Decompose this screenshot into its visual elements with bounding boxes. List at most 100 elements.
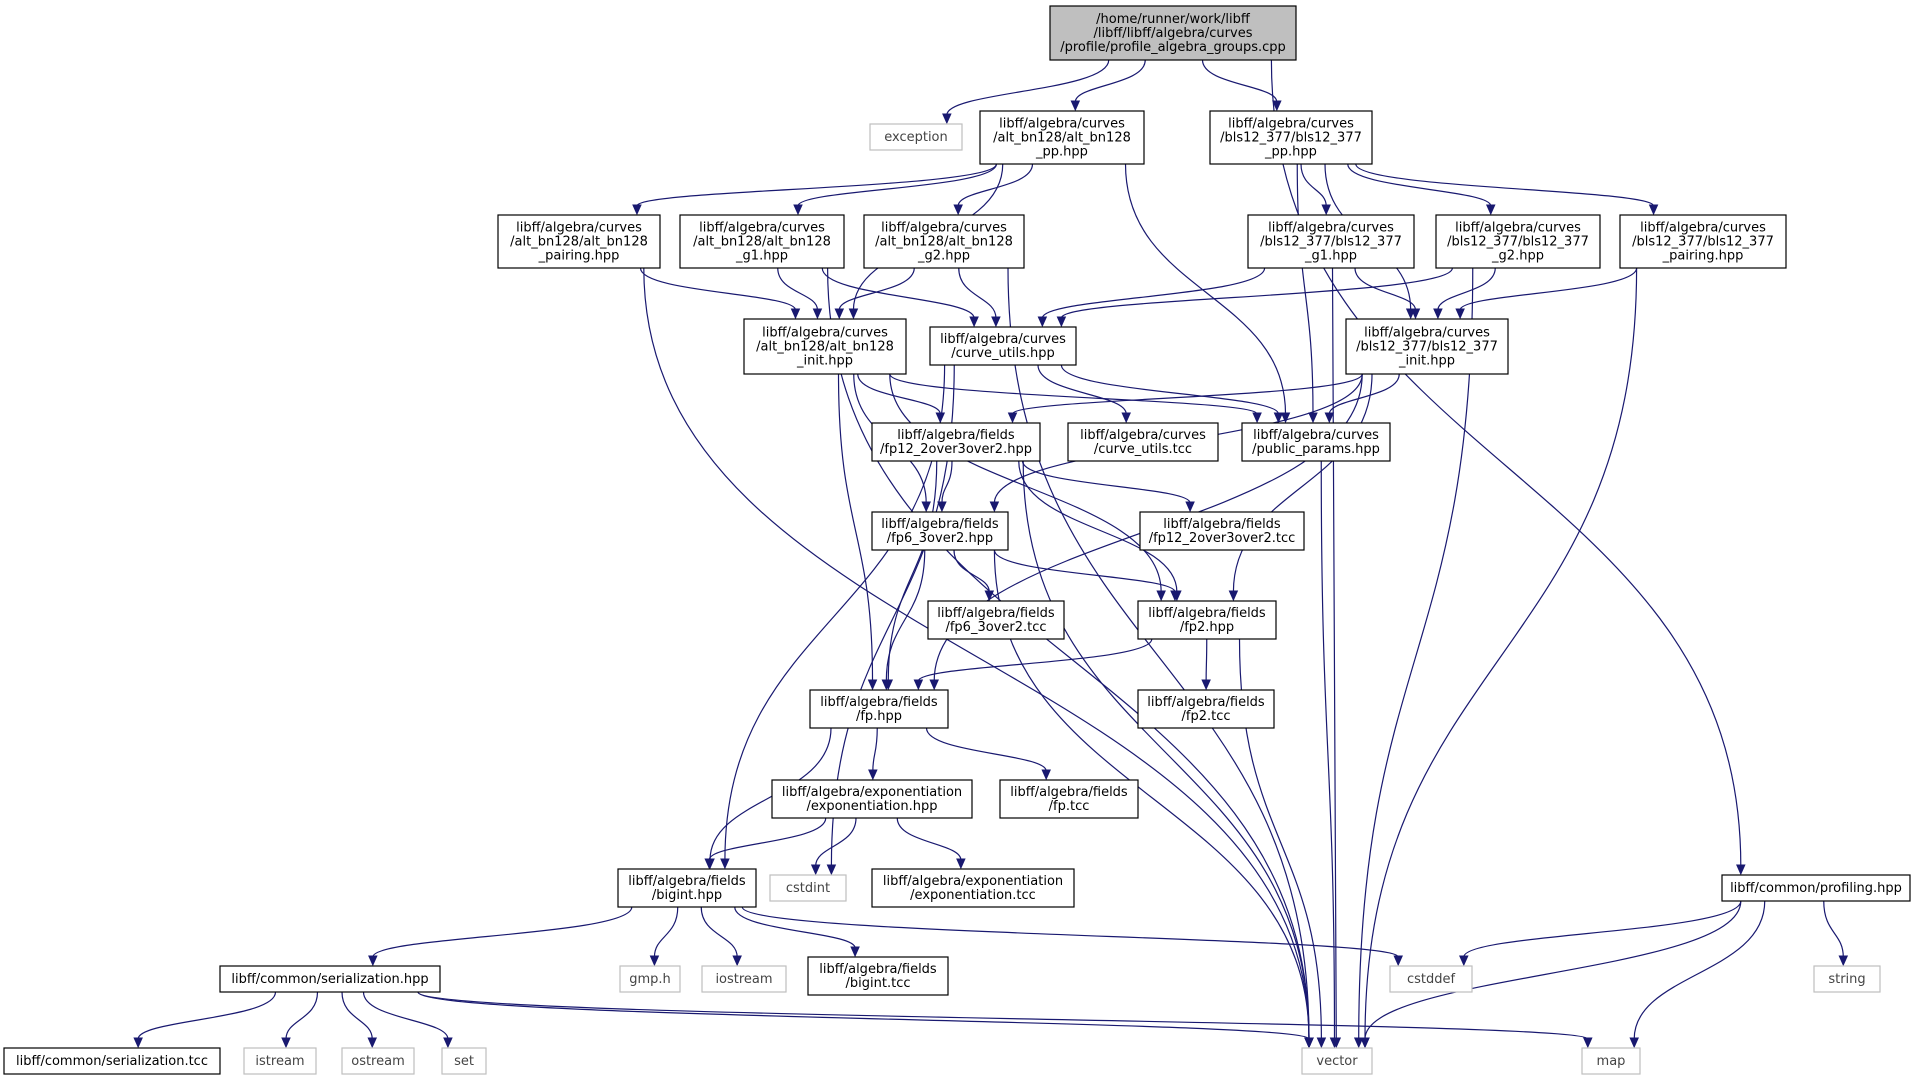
node-root[interactable]: /home/runner/work/libff/libff/libff/alge… xyxy=(1049,5,1297,61)
node-label-line: /alt_bn128/alt_bn128 xyxy=(875,235,1013,250)
arrowhead-root-to-exception xyxy=(942,113,952,125)
node-box xyxy=(809,689,949,729)
node-altg2[interactable]: libff/algebra/curves/alt_bn128/alt_bn128… xyxy=(863,214,1025,269)
edge-profiling-to-string xyxy=(1823,900,1844,958)
node-curveutils[interactable]: libff/algebra/curves/curve_utils.hpp xyxy=(929,326,1077,366)
edge-fp12-to-fp6 xyxy=(941,460,953,504)
node-fp[interactable]: libff/algebra/fields/fp.hpp xyxy=(809,689,949,729)
node-box xyxy=(1581,1047,1641,1075)
arrowhead-altinit-to-fp2 xyxy=(1156,590,1166,602)
node-fptcc[interactable]: libff/algebra/fields/fp.tcc xyxy=(999,779,1139,819)
node-altpp[interactable]: libff/algebra/curves/alt_bn128/alt_bn128… xyxy=(979,110,1145,165)
node-box xyxy=(1721,874,1911,902)
edge-altinit-to-fp12 xyxy=(857,373,941,415)
node-exptcc[interactable]: libff/algebra/exponentiation/exponentiat… xyxy=(871,868,1075,908)
node-label-line: _g2.hpp xyxy=(1491,249,1544,264)
arrowhead-fp12-to-fp12tcc xyxy=(1185,501,1195,513)
node-serialtcc[interactable]: libff/common/serialization.tcc xyxy=(3,1047,221,1075)
node-label-line: libff/algebra/curves xyxy=(699,221,825,236)
edge-root-to-exception xyxy=(946,59,1110,116)
node-label-line: /libff/libff/algebra/curves xyxy=(1094,26,1253,41)
node-box xyxy=(617,868,757,908)
node-label-line: libff/algebra/fields xyxy=(1163,517,1281,532)
node-label-line: libff/algebra/curves xyxy=(1253,428,1379,443)
node-blspp[interactable]: libff/algebra/curves/bls12_377/bls12_377… xyxy=(1209,110,1373,165)
arrowhead-serialization-to-map xyxy=(1583,1037,1593,1049)
node-box xyxy=(1067,422,1219,462)
edge-altpair-to-altinit xyxy=(639,267,797,311)
node-blsinit[interactable]: libff/algebra/curves/bls12_377/bls12_377… xyxy=(1345,318,1509,375)
node-label-line: libff/common/serialization.tcc xyxy=(16,1054,208,1069)
node-label-line: _pairing.hpp xyxy=(1662,249,1744,264)
node-fp6[interactable]: libff/algebra/fields/fp6_3over2.hpp xyxy=(871,511,1009,551)
node-label-line: libff/algebra/fields xyxy=(897,428,1015,443)
node-label-line: _g1.hpp xyxy=(1304,249,1357,264)
arrowhead-curveutils-to-cstdint xyxy=(826,864,837,876)
arrowhead-serialization-to-istream xyxy=(281,1037,291,1049)
node-blspair[interactable]: libff/algebra/curves/bls12_377/bls12_377… xyxy=(1619,214,1787,269)
node-blsg1[interactable]: libff/algebra/curves/bls12_377/bls12_377… xyxy=(1247,214,1415,269)
arrowhead-bigint-to-cstddef xyxy=(1393,955,1403,967)
node-label-line: /bls12_377/bls12_377 xyxy=(1220,131,1362,146)
edge-profiling-to-map xyxy=(1633,900,1766,1040)
arrowhead-altpp-to-altg2 xyxy=(953,204,963,216)
node-label-line: /bigint.hpp xyxy=(652,888,722,903)
node-box xyxy=(1301,1047,1373,1075)
node-label-line: /bls12_377/bls12_377 xyxy=(1447,235,1589,250)
node-label-line: /fp.hpp xyxy=(856,709,902,724)
graph-edges xyxy=(133,59,1849,1049)
arrowhead-blsinit-to-fp12 xyxy=(1007,412,1018,424)
node-box xyxy=(441,1047,487,1075)
node-label-line: _init.hpp xyxy=(796,354,853,369)
node-fp12[interactable]: libff/algebra/fields/fp12_2over3over2.hp… xyxy=(871,422,1041,462)
node-label-line: libff/algebra/curves xyxy=(1080,428,1206,443)
edge-fp6-to-fp6tcc xyxy=(953,549,990,593)
node-bigint[interactable]: libff/algebra/fields/bigint.hpp xyxy=(617,868,757,908)
node-box xyxy=(1619,214,1787,269)
node-exphpp[interactable]: libff/algebra/exponentiation/exponentiat… xyxy=(771,779,973,819)
node-box xyxy=(863,214,1025,269)
node-box xyxy=(1813,965,1881,993)
node-box xyxy=(871,511,1009,551)
node-curveutilstcc[interactable]: libff/algebra/curves/curve_utils.tcc xyxy=(1067,422,1219,462)
arrowhead-exphpp-to-cstdint xyxy=(810,864,821,876)
node-fp6tcc[interactable]: libff/algebra/fields/fp6_3over2.tcc xyxy=(927,600,1065,640)
node-label-line: cstdint xyxy=(786,881,830,896)
arrowhead-fp2-to-vector xyxy=(1316,1037,1327,1049)
node-label-line: /alt_bn128/alt_bn128 xyxy=(510,235,648,250)
edge-altg1-to-vector xyxy=(827,267,1310,1040)
node-pubparams[interactable]: libff/algebra/curves/public_params.hpp xyxy=(1241,422,1391,462)
edge-blsg2-to-blsinit xyxy=(1437,267,1496,311)
node-serialization[interactable]: libff/common/serialization.hpp xyxy=(219,965,441,993)
arrowhead-altinit-to-fp xyxy=(867,679,878,691)
node-altg1[interactable]: libff/algebra/curves/alt_bn128/alt_bn128… xyxy=(679,214,845,269)
node-gmp: gmp.h xyxy=(619,965,681,993)
arrowhead-blsg2-to-blsinit xyxy=(1433,308,1443,320)
node-box xyxy=(1247,214,1415,269)
node-altpair[interactable]: libff/algebra/curves/alt_bn128/alt_bn128… xyxy=(497,214,661,269)
arrowhead-fp6-to-fp6tcc xyxy=(984,590,995,602)
node-altinit[interactable]: libff/algebra/curves/alt_bn128/alt_bn128… xyxy=(743,318,907,375)
node-box xyxy=(869,123,963,151)
node-blsg2[interactable]: libff/algebra/curves/bls12_377/bls12_377… xyxy=(1435,214,1601,269)
node-label-line: cstddef xyxy=(1407,972,1456,987)
arrowhead-blspair-to-blsinit xyxy=(1455,308,1465,320)
node-biginttcc[interactable]: libff/algebra/fields/bigint.tcc xyxy=(807,956,949,996)
node-fp12tcc[interactable]: libff/algebra/fields/fp12_2over3over2.tc… xyxy=(1139,511,1305,551)
arrowhead-blsg2-to-vector xyxy=(1353,1037,1364,1049)
node-profiling[interactable]: libff/common/profiling.hpp xyxy=(1721,874,1911,902)
edge-blsinit-to-pubparams xyxy=(1328,373,1400,415)
node-label-line: /fp2.hpp xyxy=(1180,620,1234,635)
node-cstdint: cstdint xyxy=(769,874,847,902)
node-label-line: libff/algebra/curves xyxy=(999,117,1125,132)
node-fp2[interactable]: libff/algebra/fields/fp2.hpp xyxy=(1137,600,1277,640)
node-label-line: libff/algebra/curves xyxy=(1228,117,1354,132)
arrowhead-fp-to-exphpp xyxy=(868,769,878,781)
node-fp2tcc[interactable]: libff/algebra/fields/fp2.tcc xyxy=(1137,689,1275,729)
node-label-line: /fp2.tcc xyxy=(1181,709,1230,724)
node-label-line: exception xyxy=(884,130,948,145)
arrowhead-altg2-to-curveutils xyxy=(991,316,1001,328)
arrowhead-fp2-to-fp2tcc xyxy=(1201,679,1211,691)
node-box xyxy=(807,956,949,996)
